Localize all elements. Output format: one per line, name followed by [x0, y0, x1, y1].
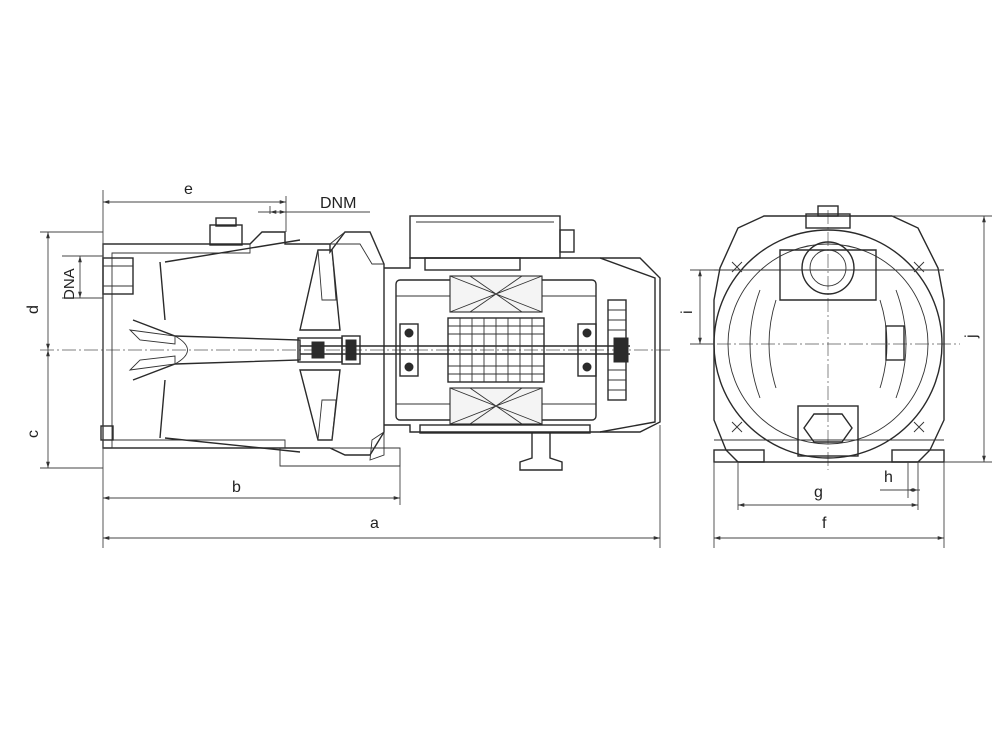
label-d: d	[25, 305, 42, 314]
label-dnm: DNM	[320, 195, 356, 212]
label-dna: DNA	[61, 268, 78, 300]
label-f: f	[822, 515, 827, 532]
rear-bearing	[577, 323, 597, 377]
label-j: j	[963, 334, 980, 339]
drain-plug	[100, 425, 114, 441]
front-foot-left	[713, 449, 765, 463]
motor-body	[384, 257, 661, 433]
mechanical-seal	[341, 335, 361, 365]
front-view	[695, 205, 960, 470]
terminal-box	[409, 215, 575, 271]
front-drain-hex	[803, 413, 853, 443]
label-e: e	[184, 181, 193, 198]
label-c: c	[25, 430, 42, 438]
front-top-port	[801, 241, 855, 295]
priming-plug	[209, 224, 243, 246]
side-view-dimensions: e DNM d c DNA b a	[25, 181, 661, 548]
label-a: a	[370, 515, 379, 532]
front-view-dimensions: j i h g f	[679, 215, 992, 548]
motor-foot	[419, 424, 591, 471]
side-view	[40, 215, 670, 471]
venturi-ejector	[128, 239, 301, 453]
impeller	[297, 249, 343, 441]
front-bearing	[399, 323, 419, 377]
front-foot-right	[891, 449, 945, 463]
label-i: i	[679, 310, 696, 314]
inlet-port	[102, 257, 134, 295]
label-h: h	[884, 469, 893, 486]
label-b: b	[232, 479, 241, 496]
label-g: g	[814, 484, 823, 501]
